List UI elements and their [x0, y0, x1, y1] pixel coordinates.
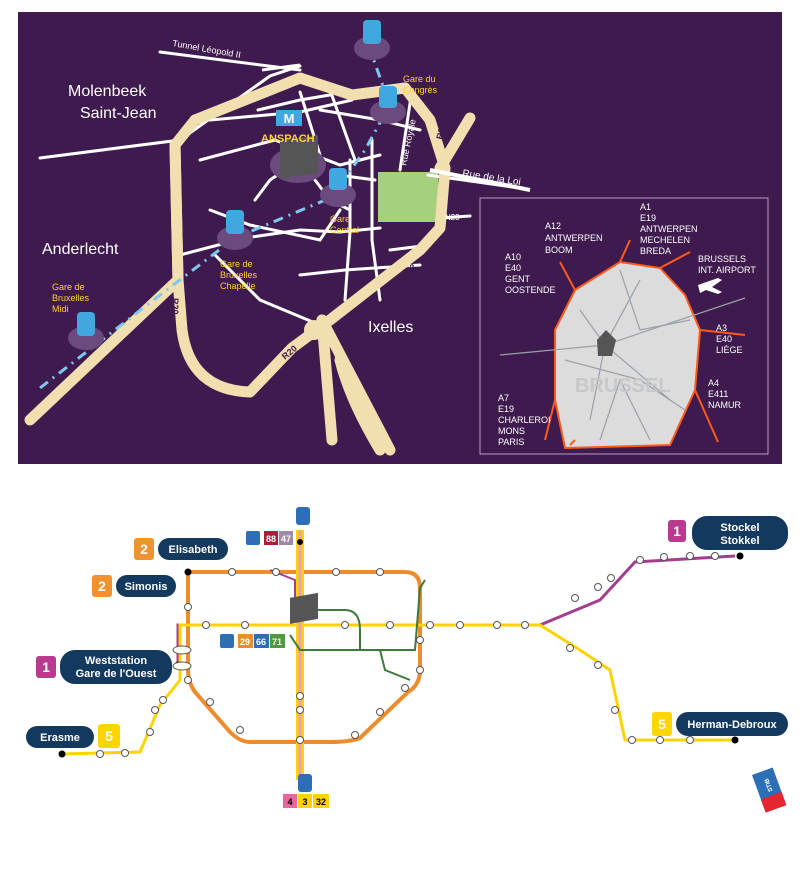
svg-text:3: 3 [302, 797, 307, 807]
svg-text:Erasme: Erasme [40, 732, 80, 744]
station-central-marker [320, 168, 356, 207]
rue-de-la-loi-road [429, 168, 531, 192]
svg-text:4: 4 [287, 797, 292, 807]
svg-text:2: 2 [98, 578, 106, 594]
metro-stations [96, 552, 719, 758]
station-north-marker [354, 20, 390, 60]
hotel-anspach: M ANSPACH [261, 110, 326, 183]
bus-icon [246, 531, 260, 545]
svg-text:88: 88 [266, 534, 276, 544]
svg-text:Weststation: Weststation [85, 655, 147, 667]
inset-center [597, 330, 616, 356]
tram-bottom: 4 3 32 [283, 774, 329, 808]
city-map: M ANSPACH Molenbeek Saint-Jean Anderlech… [18, 12, 782, 464]
interchange-ouest [172, 661, 192, 671]
svg-text:1: 1 [42, 659, 50, 675]
line2-ring [186, 570, 422, 744]
district-anderlecht: Anderlecht [42, 241, 119, 258]
svg-text:1: 1 [673, 523, 681, 539]
metro-map: 1 Stockel Stokkel 2 Elisabeth 2 Simonis … [26, 507, 788, 813]
svg-text:5: 5 [658, 716, 666, 732]
district-ixelles: Ixelles [368, 319, 413, 336]
bus-mid: 29 66 71 [220, 634, 285, 648]
station-midi-marker [68, 312, 104, 350]
svg-text:STIB: STIB [764, 777, 775, 793]
district-saint-jean: Saint-Jean [80, 105, 157, 122]
tunnel-road [261, 63, 301, 72]
svg-text:66: 66 [256, 637, 266, 647]
inset-roads [544, 239, 746, 446]
badge-herrmann[interactable]: 5 Herman-Debroux [652, 712, 788, 736]
road-r20-left: R20 [170, 298, 180, 315]
district-molenbeek: Molenbeek [68, 83, 147, 100]
badge-elisabeth[interactable]: 2 Elisabeth [134, 538, 228, 560]
svg-text:Gare de l'Ouest: Gare de l'Ouest [76, 668, 157, 680]
inset-watermark: BRUSSEL [575, 375, 671, 397]
station-markers [68, 20, 406, 350]
interchange-west [172, 645, 192, 655]
svg-text:Stockel: Stockel [720, 522, 759, 534]
airplane-icon [698, 278, 722, 294]
stib-logo: STIB [752, 767, 787, 813]
svg-text:47: 47 [281, 534, 291, 544]
tram-icon-bottom [298, 774, 312, 792]
roundabout [304, 320, 324, 340]
line1-path [176, 554, 736, 665]
station-congres-marker [370, 86, 406, 124]
road-r20-right: R20 [434, 122, 448, 141]
badge-ouest[interactable]: 1 Weststation Gare de l'Ouest [36, 650, 172, 684]
svg-text:Herman-Debroux: Herman-Debroux [687, 719, 777, 731]
svg-text:29: 29 [240, 637, 250, 647]
svg-text:5: 5 [105, 728, 113, 744]
svg-text:Stokkel: Stokkel [720, 535, 759, 547]
bus-icon-mid [220, 634, 234, 648]
hotel-name: ANSPACH [261, 133, 315, 145]
line5-path [61, 623, 735, 756]
svg-text:Simonis: Simonis [125, 581, 168, 593]
tram-icon-top [296, 507, 310, 525]
bus-top: 88 47 [246, 507, 310, 545]
svg-text:Elisabeth: Elisabeth [169, 544, 218, 556]
badge-simonis[interactable]: 2 Simonis [92, 575, 176, 597]
svg-text:71: 71 [272, 637, 282, 647]
inset-city-shape [554, 260, 702, 450]
park [378, 172, 438, 222]
svg-text:32: 32 [316, 797, 326, 807]
badge-stockel[interactable]: 1 Stockel Stokkel [668, 516, 788, 550]
hotel-logo: M [284, 111, 295, 126]
road-n23: N23 [445, 213, 460, 222]
badge-erasme[interactable]: Erasme 5 [26, 724, 120, 748]
hotel-marker [290, 592, 318, 624]
svg-text:2: 2 [140, 541, 148, 557]
station-chapelle-marker [217, 210, 253, 250]
hotel-logo-box [276, 110, 302, 126]
ring-road [24, 72, 476, 456]
premetro-loop [289, 579, 426, 681]
